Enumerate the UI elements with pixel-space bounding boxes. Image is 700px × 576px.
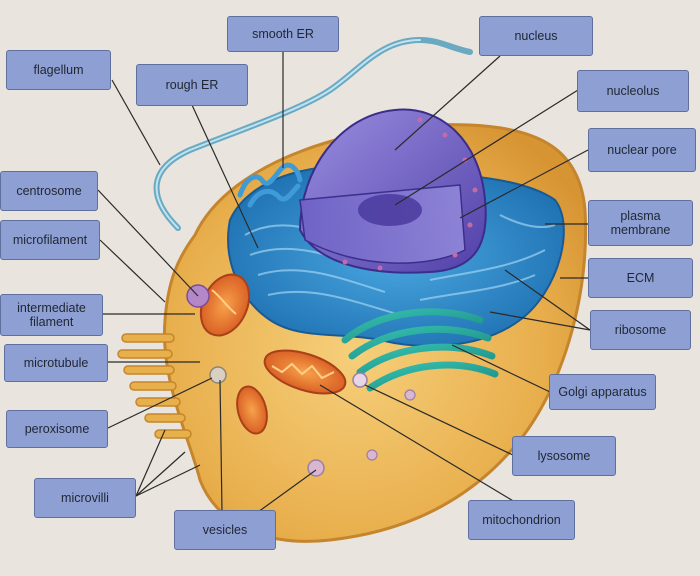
leader-mitochondrion bbox=[319, 384, 521, 506]
label-microtubule[interactable]: microtubule bbox=[4, 344, 108, 382]
label-smooth-er[interactable]: smooth ER bbox=[227, 16, 339, 52]
leader-microvilli-2 bbox=[135, 451, 186, 497]
vesicle-shape bbox=[307, 459, 325, 477]
leader-microfilament bbox=[99, 239, 166, 303]
leader-lysosome bbox=[364, 384, 516, 457]
leader-peroxisome bbox=[107, 377, 213, 429]
label-nucleus[interactable]: nucleus bbox=[479, 16, 593, 56]
label-nuclear-pore[interactable]: nuclear pore bbox=[588, 128, 696, 172]
vesicle-shape bbox=[404, 389, 416, 401]
label-nucleolus[interactable]: nucleolus bbox=[577, 70, 689, 112]
label-intermediate-filament[interactable]: intermediate filament bbox=[0, 294, 103, 336]
label-ribosome[interactable]: ribosome bbox=[590, 310, 691, 350]
label-lysosome[interactable]: lysosome bbox=[512, 436, 616, 476]
label-plasma-membrane[interactable]: plasma membrane bbox=[588, 200, 693, 246]
leader-microvilli-1 bbox=[135, 429, 166, 497]
nuclear-pores bbox=[342, 117, 478, 271]
vesicle-shape bbox=[366, 449, 378, 461]
nucleolus-shape bbox=[358, 194, 422, 226]
label-mitochondrion[interactable]: mitochondrion bbox=[468, 500, 575, 540]
leader-ribosome-2 bbox=[489, 311, 591, 331]
label-rough-er[interactable]: rough ER bbox=[136, 64, 248, 106]
label-microfilament[interactable]: microfilament bbox=[0, 220, 100, 260]
leader-golgi bbox=[451, 344, 551, 393]
leader-nucleus bbox=[394, 55, 501, 151]
flagellum-highlight bbox=[155, 39, 421, 229]
leader-microvilli-3 bbox=[135, 464, 201, 497]
leader-flagellum bbox=[111, 79, 161, 166]
golgi-shape bbox=[341, 308, 499, 392]
label-centrosome[interactable]: centrosome bbox=[0, 171, 98, 211]
label-peroxisome[interactable]: peroxisome bbox=[6, 410, 108, 448]
peroxisome-shape bbox=[209, 366, 227, 384]
label-vesicles[interactable]: vesicles bbox=[174, 510, 276, 550]
label-ecm[interactable]: ECM bbox=[588, 258, 693, 298]
leader-vesicles-1 bbox=[219, 379, 223, 513]
leader-ribosome-1 bbox=[504, 269, 591, 331]
leader-vesicles-2 bbox=[257, 469, 317, 513]
leader-nucleolus bbox=[394, 89, 579, 206]
leader-lines bbox=[97, 51, 591, 513]
lysosome-shape bbox=[352, 372, 368, 388]
label-flagellum[interactable]: flagellum bbox=[6, 50, 111, 90]
leader-centrosome bbox=[97, 189, 199, 297]
leader-nuclear-pore bbox=[459, 149, 589, 219]
mitochondrion-shapes bbox=[199, 273, 347, 435]
label-microvilli[interactable]: microvilli bbox=[34, 478, 136, 518]
smooth-er-shape bbox=[237, 162, 303, 208]
label-golgi-apparatus[interactable]: Golgi apparatus bbox=[549, 374, 656, 410]
leader-rough-er bbox=[191, 104, 259, 249]
